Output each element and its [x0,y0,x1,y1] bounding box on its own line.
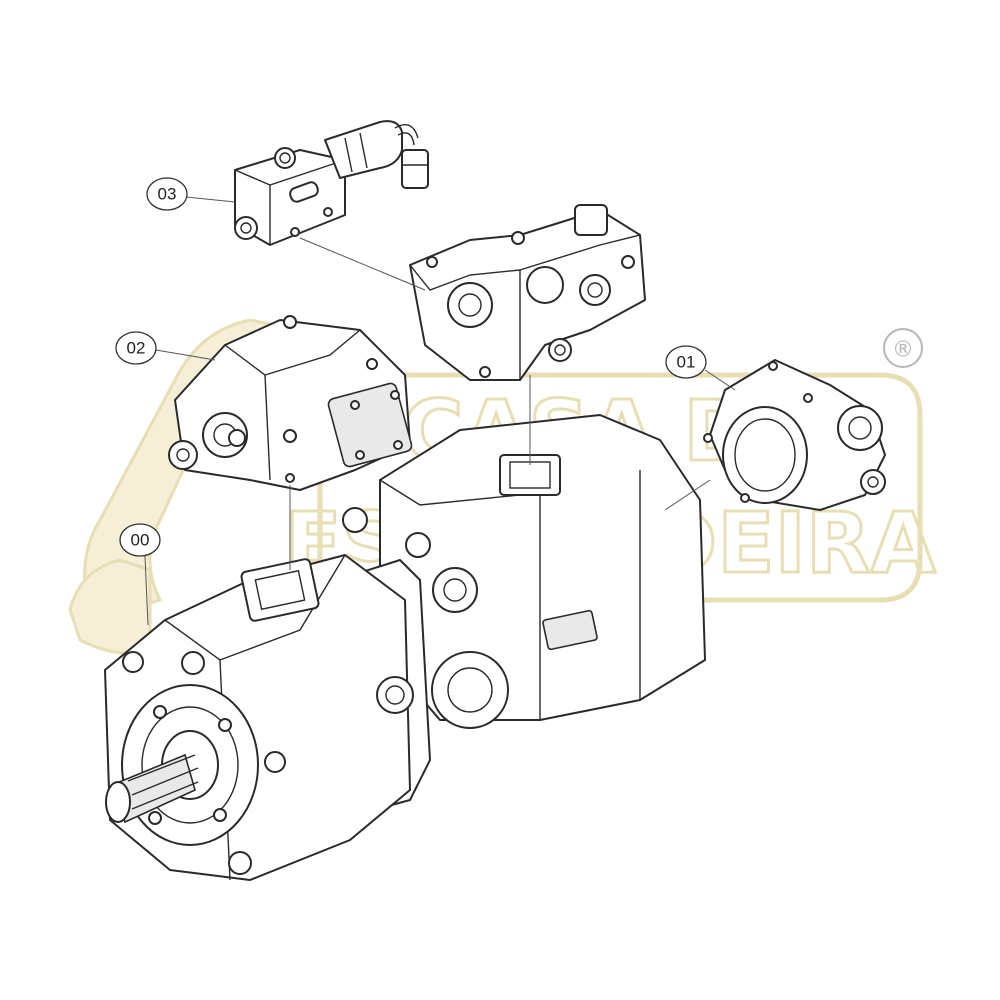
callout-03: 03 [146,177,236,211]
callout-01-label: 01 [677,353,696,372]
part-03-solenoid-valve [234,120,429,246]
part-regulator-top [409,204,646,381]
watermark-bucket [68,558,152,655]
watermark-registered-mark: ® [892,338,914,363]
assembly-guidelines [289,237,711,570]
part-02-regulator [168,315,413,491]
callout-02: 02 [115,331,216,365]
callout-02-label: 02 [127,339,146,358]
callout-00-label: 00 [131,531,150,550]
watermark-registered-circle [883,328,923,368]
part-00-main-pump [104,414,706,881]
callout-01: 01 [665,345,736,391]
callout-03-label: 03 [158,185,177,204]
part-01-gear-pump [703,359,886,511]
callout-00: 00 [119,523,161,626]
